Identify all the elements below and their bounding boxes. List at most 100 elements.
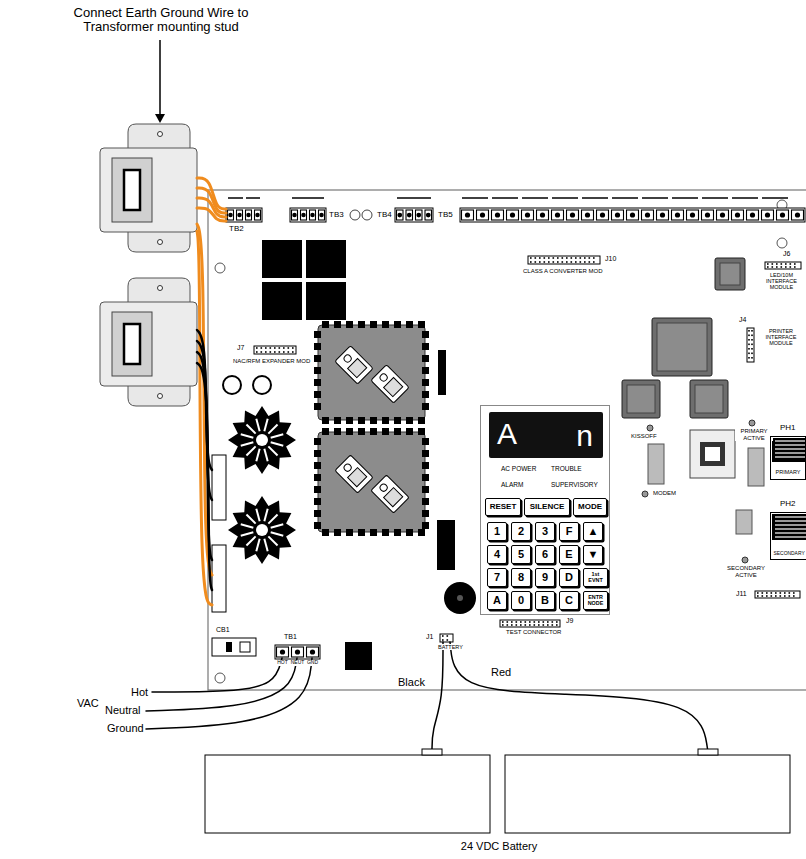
- connector-label: BATTERY: [437, 644, 464, 650]
- ic-chip-top: [720, 263, 740, 285]
- printer-header: [747, 328, 754, 362]
- heatsink-slot: [271, 532, 284, 535]
- transistor-tab: [335, 346, 373, 384]
- button-label: ENTR NODE: [584, 595, 607, 606]
- header-pin: [751, 357, 753, 359]
- terminal-block-body: [395, 208, 433, 222]
- transformer-core: [124, 170, 140, 210]
- transformer-body: [100, 302, 197, 386]
- header-pin: [766, 595, 768, 597]
- module-tab: [370, 428, 377, 435]
- connector-label: J10: [604, 255, 617, 263]
- terminal-marking: [228, 197, 243, 199]
- module-tab: [422, 331, 429, 338]
- phone-jack-contact: [775, 452, 806, 453]
- module-tab: [314, 462, 321, 469]
- terminal-screw: [585, 212, 590, 217]
- header-pin: [279, 347, 281, 349]
- phone-jack-contact: [775, 528, 806, 529]
- transistor-hole: [343, 354, 353, 364]
- phone-jack-contact: [775, 448, 806, 449]
- terminal: [228, 210, 234, 220]
- terminal: [612, 210, 624, 220]
- transistor-hole: [379, 483, 389, 493]
- terminal-screw: [690, 212, 695, 217]
- terminal-screw: [465, 212, 470, 217]
- header-pin: [516, 624, 518, 626]
- terminal-label: TB2: [228, 225, 245, 234]
- terminal-screw: [540, 212, 545, 217]
- header-pin: [757, 592, 759, 594]
- module-tab: [314, 367, 321, 374]
- ic-chip-top: [657, 323, 707, 371]
- phone-jack-contact: [775, 440, 806, 441]
- header-pin: [748, 348, 750, 350]
- status-led: [647, 425, 653, 431]
- terminal-screw: [570, 212, 575, 217]
- power-component: [306, 282, 346, 320]
- heatsink-slot: [271, 442, 284, 445]
- header-pin: [539, 261, 541, 263]
- breaker-label: CB1: [215, 626, 231, 634]
- terminal-marking: [492, 197, 518, 199]
- terminal-screw: [660, 212, 665, 217]
- header-pin: [516, 621, 518, 623]
- heatsink: [228, 496, 296, 564]
- terminal-block: [275, 645, 320, 659]
- power-component: [262, 240, 302, 278]
- header-pin: [790, 263, 792, 265]
- module-tab: [370, 321, 377, 328]
- module-tab: [422, 391, 429, 398]
- modem-core: [700, 442, 725, 466]
- header-pin: [283, 347, 285, 349]
- header-pin: [442, 635, 444, 637]
- header-pin: [775, 595, 777, 597]
- header-pin: [762, 595, 764, 597]
- terminal: [492, 210, 504, 220]
- board-hole: [362, 210, 372, 220]
- button-label: B: [541, 595, 549, 607]
- wire-label: Ground: [106, 722, 145, 734]
- header-pin: [261, 347, 263, 349]
- header-pin: [781, 266, 783, 268]
- header-pin: [580, 257, 582, 259]
- header-body: [440, 634, 453, 642]
- heatsink-slot: [268, 536, 277, 545]
- terminal-marking: [246, 197, 260, 199]
- button-label: 6: [542, 549, 548, 561]
- terminal-screw: [510, 212, 515, 217]
- header-pin: [442, 639, 444, 641]
- module-tab: [314, 522, 321, 529]
- keypad-button: ENTR NODE: [583, 591, 608, 610]
- module-tab: [314, 486, 321, 493]
- button-label: 1st EVNT: [584, 572, 607, 583]
- leader-arrow: [159, 40, 161, 115]
- terminal-screw: [310, 649, 315, 654]
- header-pin: [593, 261, 595, 263]
- board-hole: [223, 376, 241, 394]
- terminal-screw: [480, 212, 485, 217]
- keypad-button: 4: [487, 545, 507, 564]
- terminal-marking: [762, 197, 788, 199]
- phone-jack-contacts: [772, 438, 806, 462]
- terminal-screw: [237, 213, 242, 218]
- regulator-module: [318, 325, 425, 420]
- button-label: C: [565, 595, 573, 607]
- module-tab: [422, 450, 429, 457]
- header-pin: [781, 263, 783, 265]
- led-label: SECONDARY ACTIVE: [722, 565, 770, 578]
- heatsink-slot: [246, 536, 255, 545]
- transformer-lead: [197, 330, 212, 470]
- transformer-core: [124, 324, 140, 364]
- terminal-block-body: [226, 208, 262, 222]
- header-pin: [538, 624, 540, 626]
- battery-connector: [440, 634, 453, 642]
- header-pin: [548, 257, 550, 259]
- header-pin: [584, 257, 586, 259]
- heatsink-slot: [256, 449, 259, 462]
- transformer-lead: [197, 363, 212, 590]
- battery-label: 24 VDC Battery: [398, 840, 600, 852]
- keypad-button: 5: [511, 545, 531, 564]
- pin-label: NEUT: [291, 660, 305, 666]
- header-pin: [748, 335, 750, 337]
